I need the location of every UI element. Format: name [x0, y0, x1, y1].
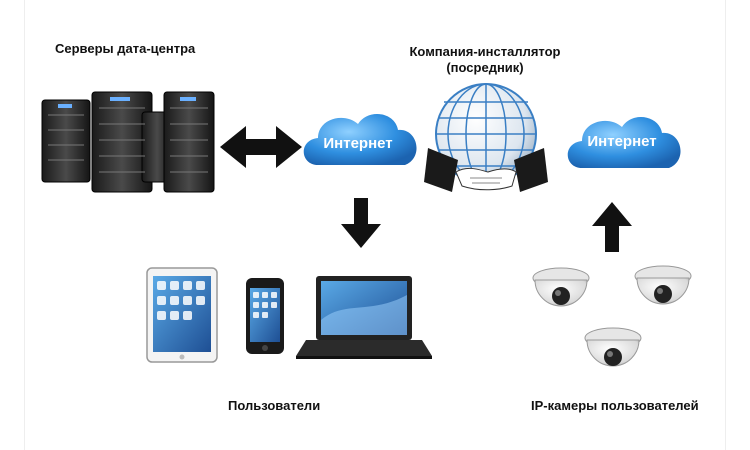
- ip-camera-icon-3: [585, 328, 641, 366]
- internet-cloud-left-label: Интернет: [323, 135, 392, 152]
- internet-cloud-right-label: Интернет: [587, 133, 656, 150]
- double-arrow-icon: [220, 126, 302, 168]
- down-arrow-icon: [341, 198, 381, 248]
- up-arrow-icon: [592, 202, 632, 252]
- tablet-icon: [147, 268, 217, 362]
- internet-cloud-left: Интернет: [304, 114, 417, 165]
- globe-handshake-icon: [424, 84, 548, 192]
- internet-cloud-right: Интернет: [568, 117, 681, 168]
- smartphone-icon: [246, 278, 284, 354]
- ip-camera-icon-2: [635, 266, 691, 304]
- servers-icon: [42, 92, 214, 192]
- ip-camera-icon-1: [533, 268, 589, 306]
- laptop-icon: [296, 276, 432, 359]
